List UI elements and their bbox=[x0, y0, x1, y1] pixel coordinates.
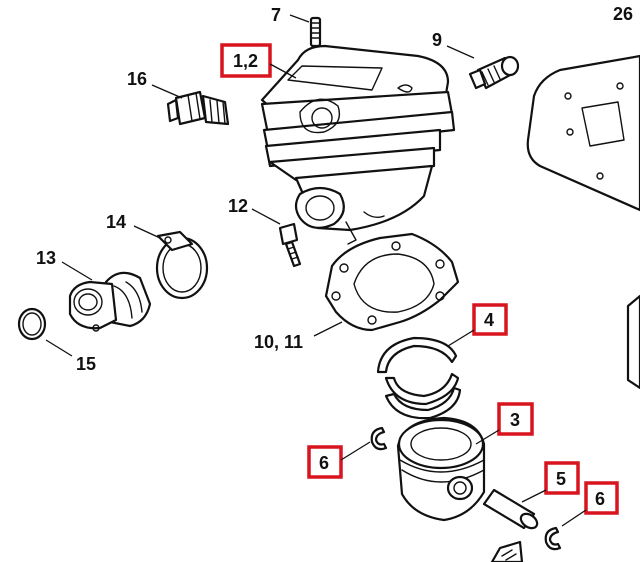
part-intake-manifold bbox=[68, 271, 152, 332]
leader-15 bbox=[45, 339, 73, 357]
part-cylinder-gasket bbox=[324, 232, 460, 332]
part-stud bbox=[309, 16, 322, 48]
label-5: 5 bbox=[556, 469, 566, 489]
leader-13 bbox=[61, 261, 93, 281]
part-screw bbox=[278, 222, 302, 268]
label-box-1-2: 1,2 bbox=[220, 43, 272, 78]
label-3: 3 bbox=[510, 410, 520, 430]
label-box-6-upper: 6 bbox=[307, 445, 343, 479]
label-4: 4 bbox=[484, 310, 494, 330]
part-piston bbox=[396, 416, 486, 522]
label-16: 16 bbox=[127, 69, 147, 89]
label-15: 15 bbox=[76, 354, 96, 374]
leader-16 bbox=[151, 84, 183, 99]
part-cylinder bbox=[260, 44, 456, 245]
label-14: 14 bbox=[106, 212, 126, 232]
part-circlip-upper bbox=[370, 426, 388, 451]
leader-14 bbox=[133, 225, 161, 239]
part-hose-clamp bbox=[155, 230, 209, 300]
leader-10-11 bbox=[313, 321, 343, 337]
leader-7 bbox=[289, 14, 310, 23]
leader-4 bbox=[447, 329, 475, 347]
label-12: 12 bbox=[228, 196, 248, 216]
label-13: 13 bbox=[36, 248, 56, 268]
label-26: 26 bbox=[613, 4, 633, 24]
label-6-lower: 6 bbox=[595, 489, 605, 509]
part-piston-pin bbox=[482, 488, 539, 530]
leader-12 bbox=[251, 208, 281, 225]
label-box-5: 5 bbox=[544, 461, 580, 495]
label-1-2: 1,2 bbox=[233, 51, 258, 71]
label-box-3: 3 bbox=[497, 402, 534, 436]
leader-5 bbox=[521, 489, 547, 503]
part-gasket-plate bbox=[526, 54, 640, 212]
label-7: 7 bbox=[271, 5, 281, 25]
leader-6-lower bbox=[561, 509, 587, 527]
label-9: 9 bbox=[432, 30, 442, 50]
part-bottom-partial bbox=[490, 540, 524, 562]
part-piston-rings bbox=[376, 336, 462, 420]
part-decompression-valve bbox=[468, 55, 520, 90]
label-box-6-lower: 6 bbox=[584, 481, 619, 515]
part-edge-component bbox=[626, 294, 640, 390]
leader-3 bbox=[475, 429, 500, 445]
leader-1-2 bbox=[269, 63, 297, 79]
leader-9 bbox=[446, 45, 475, 59]
label-10-11: 10, 11 bbox=[254, 332, 303, 352]
part-spark-plug bbox=[166, 90, 230, 126]
label-6-upper: 6 bbox=[319, 453, 329, 473]
label-box-4: 4 bbox=[472, 303, 508, 336]
leader-6-upper bbox=[340, 441, 371, 461]
part-circlip-lower bbox=[544, 526, 562, 551]
part-ring-clamp bbox=[17, 307, 47, 341]
